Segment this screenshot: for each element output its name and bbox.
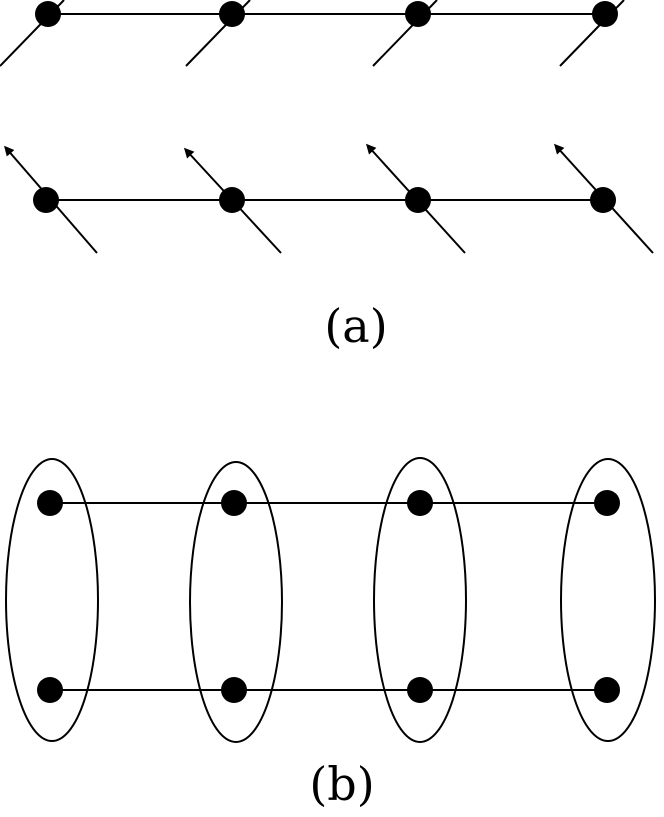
site-dot <box>405 1 431 27</box>
site-dot <box>219 1 245 27</box>
rung-ellipse <box>373 457 467 743</box>
site-dot <box>37 490 63 516</box>
panel-a-label: (a) <box>324 299 387 353</box>
site-dot <box>594 490 620 516</box>
spin-site <box>183 147 282 254</box>
spin-site <box>559 0 625 67</box>
site-dot <box>221 677 247 703</box>
site-dot <box>592 1 618 27</box>
chain-top <box>0 0 625 67</box>
site-dot <box>35 1 61 27</box>
site-dot <box>33 187 59 213</box>
site-dot <box>407 490 433 516</box>
panel-b-label: (b) <box>309 757 374 811</box>
site-dot <box>590 187 616 213</box>
spin-site <box>372 0 438 67</box>
panel-b: (b) <box>5 457 656 811</box>
rung-ellipse <box>189 461 283 743</box>
rung-ellipse <box>5 458 99 742</box>
site-dot <box>219 187 245 213</box>
chain-bottom <box>4 143 654 254</box>
spin-site <box>0 0 65 67</box>
panel-a: (a) <box>0 0 654 353</box>
rung-ellipse <box>560 458 656 742</box>
site-dot <box>407 677 433 703</box>
site-dot <box>37 677 63 703</box>
spin-site <box>185 0 251 67</box>
spin-site <box>553 143 654 254</box>
site-dot <box>594 677 620 703</box>
spin-site <box>365 143 466 254</box>
site-dot <box>405 187 431 213</box>
site-dot <box>221 490 247 516</box>
spin-site <box>4 145 98 254</box>
